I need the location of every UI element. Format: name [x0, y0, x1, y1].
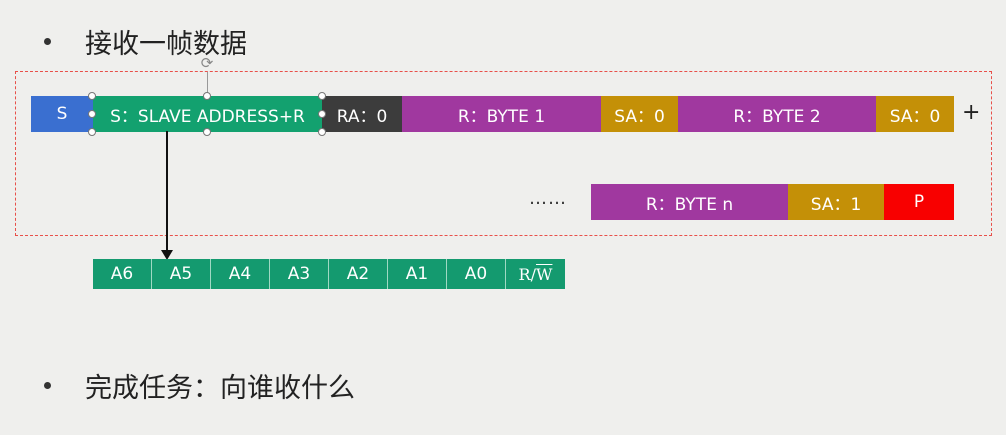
- bullet-dot-icon: [44, 38, 51, 45]
- bullet-receive-frame: 接收一帧数据: [44, 22, 247, 61]
- resize-handle-tc[interactable]: [203, 92, 211, 100]
- ra-segment[interactable]: RA：0: [322, 96, 402, 132]
- byte1-segment[interactable]: R：BYTE 1: [402, 96, 601, 132]
- sa-last-segment[interactable]: SA：1: [788, 184, 884, 220]
- rw-w-text: W: [535, 264, 553, 284]
- resize-handle-tl[interactable]: [88, 92, 96, 100]
- bullet-text: 完成任务：向谁收什么: [85, 373, 355, 404]
- bullet-task: 完成任务：向谁收什么: [44, 366, 355, 405]
- resize-handle-bc[interactable]: [203, 128, 211, 136]
- address-bits-row: A6 A5 A4 A3 A2 A1 A0 R/W: [93, 259, 565, 289]
- continue-plus: +: [962, 100, 981, 125]
- bullet-text: 接收一帧数据: [85, 29, 247, 60]
- frame-dashed-box: [15, 71, 992, 236]
- bit-a6[interactable]: A6: [93, 259, 152, 289]
- byten-segment[interactable]: R：BYTE n: [591, 184, 788, 220]
- sa2-segment[interactable]: SA：0: [876, 96, 954, 132]
- rotate-handle-line: [207, 72, 208, 94]
- arrow-down-icon: [161, 250, 173, 260]
- rw-r-text: R/: [518, 264, 536, 284]
- bit-a4[interactable]: A4: [211, 259, 270, 289]
- resize-handle-bl[interactable]: [88, 128, 96, 136]
- slave-address-segment[interactable]: S：SLAVE ADDRESS+R: [93, 96, 322, 132]
- bullet-dot-icon: [44, 382, 51, 389]
- resize-handle-mr[interactable]: [318, 110, 326, 118]
- bit-rw[interactable]: R/W: [506, 259, 565, 289]
- resize-handle-ml[interactable]: [88, 110, 96, 118]
- sa1-segment[interactable]: SA：0: [601, 96, 678, 132]
- bit-a3[interactable]: A3: [270, 259, 329, 289]
- ellipsis-text: ……: [529, 188, 567, 209]
- bit-a1[interactable]: A1: [388, 259, 447, 289]
- rotate-handle-icon[interactable]: ⟳: [200, 54, 214, 72]
- resize-handle-br[interactable]: [318, 128, 326, 136]
- resize-handle-tr[interactable]: [318, 92, 326, 100]
- bit-a0[interactable]: A0: [447, 259, 506, 289]
- bit-a5[interactable]: A5: [152, 259, 211, 289]
- start-segment[interactable]: S: [31, 96, 93, 132]
- bit-a2[interactable]: A2: [329, 259, 388, 289]
- stop-segment[interactable]: P: [884, 184, 954, 220]
- arrow-line: [166, 131, 168, 252]
- byte2-segment[interactable]: R：BYTE 2: [678, 96, 876, 132]
